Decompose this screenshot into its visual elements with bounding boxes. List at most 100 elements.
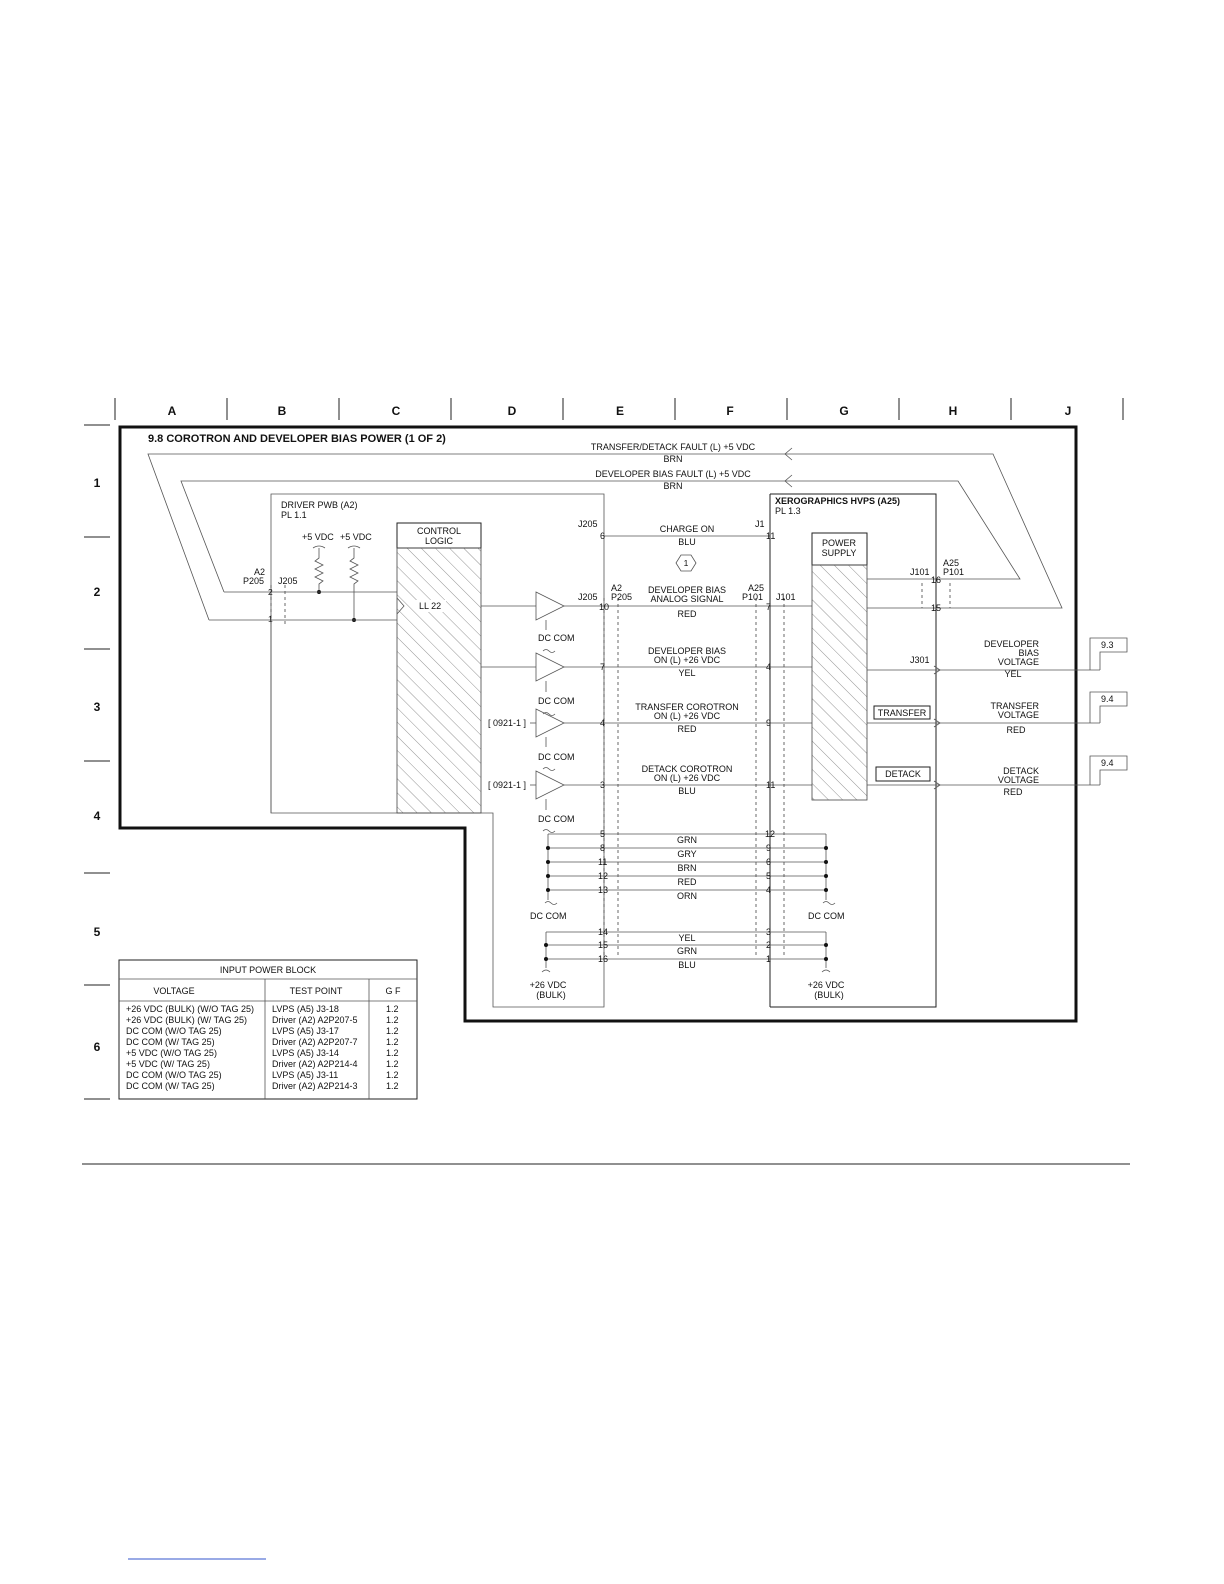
pin-label: 9: [766, 843, 771, 853]
arrow-icon: [933, 665, 941, 675]
pin-label: 3: [766, 927, 771, 937]
detack-box: [875, 766, 931, 782]
table-cell: DC COM (W/ TAG 25): [126, 1037, 215, 1047]
table-cell: DC COM (W/O TAG 25): [126, 1070, 222, 1080]
wire-color: GRN: [677, 946, 697, 956]
signal-color: YEL: [678, 668, 695, 678]
table-row: DC COM (W/ TAG 25) Driver (A2) A2P207-7 …: [126, 1037, 399, 1047]
wire-color: ORN: [677, 891, 697, 901]
pin-label: 8: [600, 843, 605, 853]
ground-icon: [542, 829, 556, 833]
driver-buffer-icon: [535, 652, 565, 682]
table-cell: DC COM (W/O TAG 25): [126, 1026, 222, 1036]
pin-label: 15: [931, 603, 941, 613]
pin-label: 1: [268, 614, 273, 624]
wire-color: RED: [677, 877, 697, 887]
vdc-label: +5 VDC: [340, 532, 372, 542]
p205-label: P205: [611, 592, 632, 602]
developer-bias-fault-wire: [180, 480, 1021, 593]
bulk-label: +26 VDC: [530, 980, 567, 990]
pin-label: 16: [598, 954, 608, 964]
j101-label: J101: [910, 567, 930, 577]
table-row: DC COM (W/O TAG 25) LVPS (A5) J3-17 1.2: [126, 1026, 399, 1036]
table-cell: 1.2: [386, 1059, 399, 1069]
bulk-label: +26 VDC: [808, 980, 845, 990]
table-cell: 1.2: [386, 1004, 399, 1014]
row-label: 2: [94, 585, 101, 599]
wire-color: YEL: [678, 933, 695, 943]
pin-label: 4: [600, 718, 605, 728]
pin-label: 13: [598, 885, 608, 895]
power-bus: [541, 931, 831, 973]
column-label: A: [168, 404, 177, 418]
signal-label: DETACK COROTRON: [642, 764, 733, 774]
pin-label: 7: [600, 662, 605, 672]
table-header: G F: [386, 986, 402, 996]
fault-label: DEVELOPER BIAS FAULT (L) +5 VDC: [595, 469, 751, 479]
column-label: G: [839, 404, 848, 418]
dc-com-label: DC COM: [808, 911, 845, 921]
table-cell: LVPS (A5) J3-18: [272, 1004, 339, 1014]
page-ref[interactable]: 9.4: [1101, 758, 1114, 768]
column-label: D: [508, 404, 517, 418]
hvps-name: XEROGRAPHICS HVPS (A25): [775, 496, 900, 506]
table-header: VOLTAGE: [153, 986, 194, 996]
table-cell: DC COM (W/ TAG 25): [126, 1081, 215, 1091]
cross-reference[interactable]: [ 0921-1 ]: [488, 780, 526, 790]
page-ref-flag[interactable]: [1089, 637, 1128, 670]
a2-label: A2: [611, 583, 622, 593]
bulk-label: (BULK): [814, 990, 844, 1000]
page-ref[interactable]: 9.3: [1101, 640, 1114, 650]
wire-color: GRY: [677, 849, 696, 859]
pin-label: 5: [766, 871, 771, 881]
signal-label: TRANSFER COROTRON: [635, 702, 739, 712]
table-cell: +5 VDC (W/O TAG 25): [126, 1048, 217, 1058]
output-label: DEVELOPER: [984, 639, 1040, 649]
row-label: 5: [94, 925, 101, 939]
pin-label: 5: [600, 829, 605, 839]
pin-label: 1: [766, 954, 771, 964]
page-ref-flag[interactable]: [1089, 691, 1128, 723]
power-supply-label: SUPPLY: [822, 548, 857, 558]
row-labels: 1 2 3 4 5 6: [94, 476, 101, 1054]
ground-icon: [542, 712, 556, 716]
cross-reference[interactable]: [ 0921-1 ]: [488, 718, 526, 728]
control-logic-label: CONTROL: [417, 526, 461, 536]
input-arrow-icon: [396, 597, 405, 615]
table-cell: +5 VDC (W/ TAG 25): [126, 1059, 210, 1069]
wire-color: BRN: [677, 863, 696, 873]
column-label: E: [616, 404, 624, 418]
signal-label: ANALOG SIGNAL: [650, 594, 723, 604]
table-row: +5 VDC (W/O TAG 25) LVPS (A5) J3-14 1.2: [126, 1048, 399, 1058]
signal-color: RED: [677, 609, 697, 619]
page-ref[interactable]: 9.4: [1101, 694, 1114, 704]
driver-buffer-icon: [535, 708, 565, 738]
wire-color: GRN: [677, 835, 697, 845]
table-cell: LVPS (A5) J3-14: [272, 1048, 339, 1058]
column-label: C: [392, 404, 401, 418]
fault-color: BRN: [663, 481, 682, 491]
signal-label: CHARGE ON: [660, 524, 715, 534]
column-labels: A B C D E F G H J: [168, 404, 1072, 418]
power-supply-body: [811, 564, 868, 801]
driver-buffer-icon: [535, 591, 565, 621]
ground-icon: [544, 901, 558, 905]
pin-label: 11: [766, 780, 775, 790]
driver-pwb-name: DRIVER PWB (A2): [281, 500, 358, 510]
signal-label: ON (L) +26 VDC: [654, 711, 721, 721]
driver-pwb-pl: PL 1.1: [281, 510, 307, 520]
hvps-pl: PL 1.3: [775, 506, 801, 516]
page-ref-flag[interactable]: [1089, 755, 1128, 785]
pin-label: 4: [766, 662, 771, 672]
pin-label: 11: [766, 531, 775, 541]
row-label: 1: [94, 476, 101, 490]
pin-label: 6: [600, 531, 605, 541]
resistor-icon: [314, 548, 324, 592]
driver-buffer-icon: [535, 770, 565, 800]
transfer-box: [873, 705, 931, 720]
table-cell: Driver (A2) A2P207-7: [272, 1037, 358, 1047]
output-label: VOLTAGE: [998, 775, 1039, 785]
j205-label: J205: [578, 519, 598, 529]
table-row: +26 VDC (BULK) (W/ TAG 25) Driver (A2) A…: [126, 1015, 399, 1025]
control-logic-label: LOGIC: [425, 536, 454, 546]
